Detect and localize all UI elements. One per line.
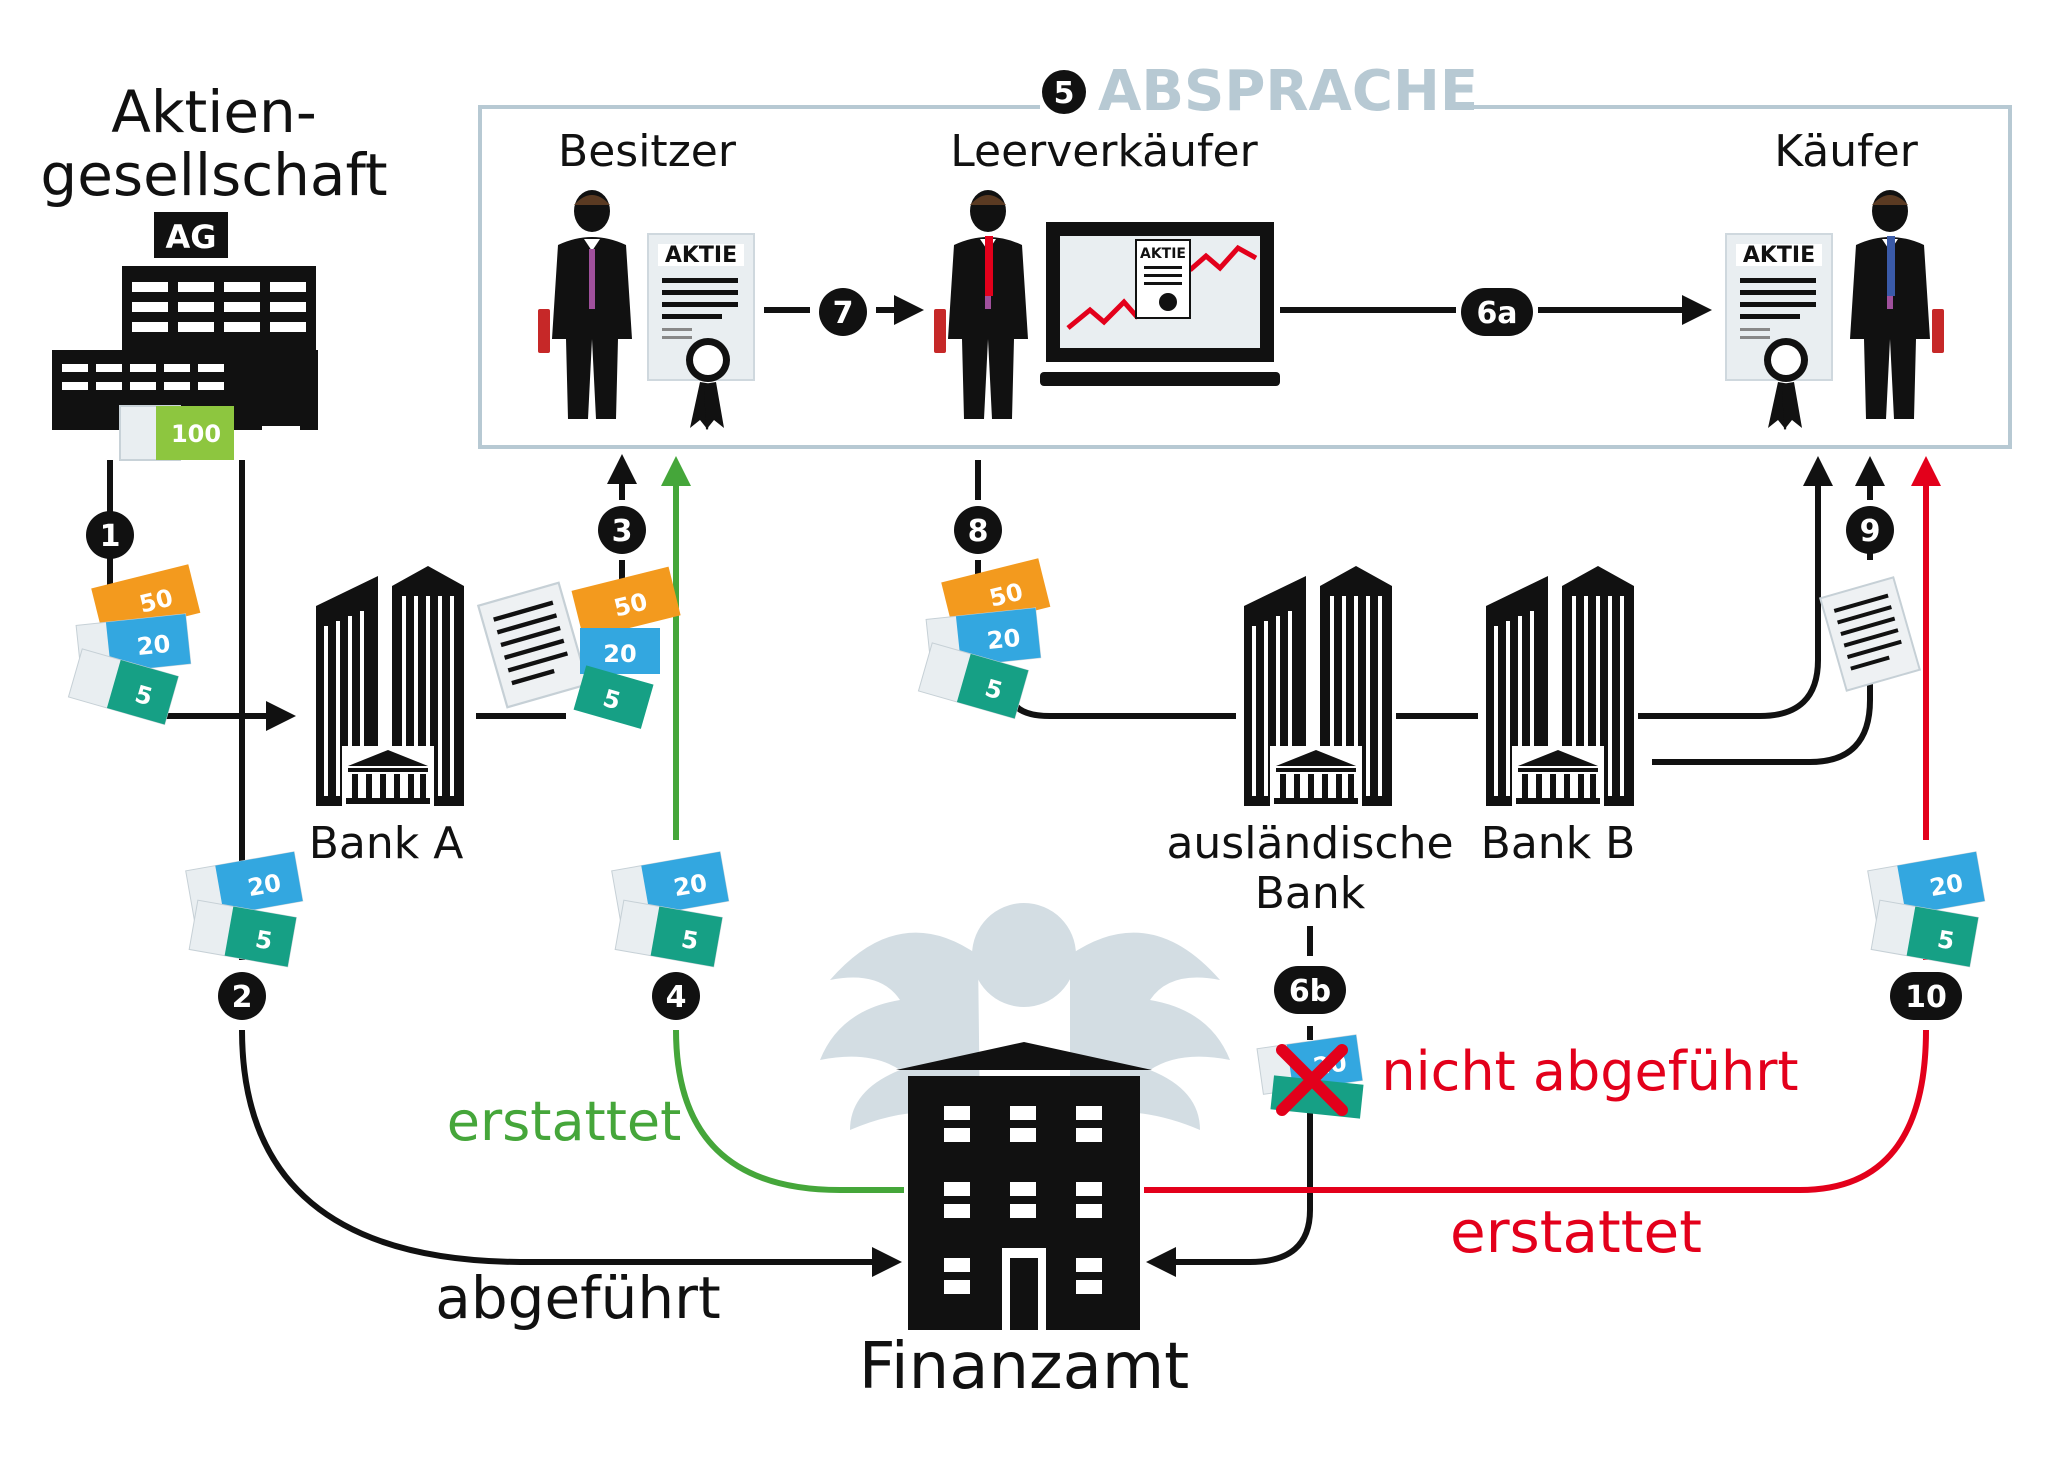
step-badge-label: 9 bbox=[1860, 514, 1881, 549]
flow-2-to-tax-office bbox=[239, 1029, 902, 1277]
note-5-value: 5 bbox=[132, 680, 156, 712]
owner-group: Besitzer AKTIE bbox=[538, 126, 755, 431]
short-seller-label: Leerverkäufer bbox=[950, 126, 1258, 177]
step-badge-7: 7 bbox=[819, 288, 867, 336]
foreign-bank: ausländische Bank bbox=[1166, 566, 1454, 919]
step-badge-label: 7 bbox=[833, 296, 854, 331]
step-2-banknotes: 20 5 bbox=[185, 851, 304, 968]
flow-6b-to-tax-office bbox=[1146, 1110, 1313, 1277]
buyer-label: Käufer bbox=[1774, 126, 1918, 177]
agreement-badge: 5 bbox=[1042, 70, 1086, 114]
note-5-value: 5 bbox=[600, 684, 624, 716]
step-6b-crossed-banknotes: 20 bbox=[1256, 1034, 1364, 1119]
flow-to-buyer-certificate bbox=[1638, 456, 1833, 719]
tax-office-building-icon bbox=[896, 1042, 1152, 1330]
company: Aktien- gesellschaft AG 100 bbox=[40, 78, 388, 461]
step-badge-1: 1 bbox=[86, 511, 134, 559]
step-badge-label: 8 bbox=[968, 514, 989, 549]
bank-b-bank-building-icon bbox=[1486, 566, 1634, 806]
step-1-banknotes: 50 20 5 bbox=[67, 564, 201, 726]
step-10-banknotes: 20 5 bbox=[1867, 851, 1986, 968]
note-20-value: 20 bbox=[136, 630, 172, 661]
note-20-value: 20 bbox=[986, 624, 1022, 655]
step-badges: 1 2 3 4 6a 6b 7 8 9 10 bbox=[86, 288, 1962, 1020]
note-20-value: 20 bbox=[1928, 869, 1966, 902]
paid-label: abgeführt bbox=[435, 1264, 720, 1332]
not-paid-label: nicht abgeführt bbox=[1381, 1040, 1798, 1103]
laptop-icon: AKTIE bbox=[1040, 222, 1280, 386]
step-badge-6a: 6a bbox=[1461, 288, 1533, 336]
step-badge-6b: 6b bbox=[1274, 966, 1346, 1014]
short-seller-businessman-icon bbox=[934, 190, 1028, 419]
buyer-group: Käufer AKTIE bbox=[1725, 126, 1944, 431]
bank-b-label: Bank B bbox=[1481, 818, 1636, 869]
buyer-businessman-icon bbox=[1850, 190, 1944, 419]
owner-certificate-label: AKTIE bbox=[665, 243, 737, 268]
note-5-value: 5 bbox=[1935, 925, 1956, 955]
note-5-value: 5 bbox=[982, 674, 1006, 706]
bank-a: Bank A bbox=[309, 566, 464, 869]
note-20-value: 20 bbox=[246, 869, 284, 902]
owner-certificate-icon: AKTIE bbox=[647, 233, 755, 431]
short-seller-group: Leerverkäufer AKTIE bbox=[934, 126, 1280, 419]
step-3-document-icon bbox=[477, 581, 589, 709]
bank-b: Bank B bbox=[1481, 566, 1636, 869]
step-3-document-and-banknotes: 50 20 5 bbox=[477, 566, 681, 729]
note-20-value: 20 bbox=[672, 869, 710, 902]
step-badge-label: 2 bbox=[232, 980, 253, 1015]
note-20-value: 20 bbox=[603, 640, 636, 668]
bank-a-bank-building-icon bbox=[316, 566, 464, 806]
buyer-certificate-icon: AKTIE bbox=[1725, 233, 1833, 431]
banknote-100-icon: 100 bbox=[119, 405, 234, 461]
banknote-100-value: 100 bbox=[171, 420, 221, 448]
step-badge-label: 6b bbox=[1289, 974, 1331, 1009]
bank-a-label: Bank A bbox=[309, 818, 464, 869]
step-badge-label: 10 bbox=[1905, 980, 1947, 1015]
office-building-icon: AG bbox=[52, 212, 318, 430]
step-9-document-icon bbox=[1819, 576, 1921, 692]
step-badge-8: 8 bbox=[954, 506, 1002, 554]
owner-label: Besitzer bbox=[558, 126, 737, 177]
owner-businessman-icon bbox=[538, 190, 632, 419]
cross-icon bbox=[1276, 1044, 1348, 1116]
flow-9-lower bbox=[1652, 680, 1873, 765]
step-8-banknotes: 50 20 5 bbox=[917, 558, 1051, 720]
agreement-number: 5 bbox=[1054, 76, 1075, 111]
note-5-value: 5 bbox=[679, 925, 700, 955]
step-badge-9: 9 bbox=[1846, 506, 1894, 554]
tax-office: Finanzamt bbox=[820, 903, 1230, 1404]
refunded-red-label: erstattet bbox=[1450, 1198, 1702, 1266]
flow-8-to-foreign-bank bbox=[1007, 689, 1236, 719]
tax-office-label: Finanzamt bbox=[859, 1330, 1190, 1404]
step-badge-label: 3 bbox=[612, 514, 633, 549]
agreement-label: ABSPRACHE bbox=[1098, 59, 1478, 124]
flow-4-lower bbox=[673, 1029, 904, 1193]
agreement-frame: 5 ABSPRACHE bbox=[478, 59, 2012, 449]
foreign-bank-label-line1: ausländische bbox=[1166, 818, 1453, 869]
note-5-value: 5 bbox=[253, 925, 274, 955]
step-badge-4: 4 bbox=[652, 972, 700, 1020]
step-badge-label: 6a bbox=[1476, 296, 1517, 331]
refunded-green-label: erstattet bbox=[447, 1090, 682, 1153]
step-badge-2: 2 bbox=[218, 972, 266, 1020]
foreign-bank-label-line2: Bank bbox=[1255, 868, 1366, 919]
step-badge-3: 3 bbox=[598, 506, 646, 554]
flow-10-lower bbox=[1144, 1029, 1929, 1193]
buyer-certificate-label: AKTIE bbox=[1743, 243, 1815, 268]
company-title-line1: Aktien- bbox=[111, 78, 317, 146]
step-badge-10: 10 bbox=[1890, 972, 1962, 1020]
laptop-certificate-label: AKTIE bbox=[1140, 246, 1186, 262]
company-title-line2: gesellschaft bbox=[40, 141, 387, 209]
foreign-bank-building-icon bbox=[1244, 566, 1392, 806]
step-badge-label: 4 bbox=[666, 980, 687, 1015]
company-sign: AG bbox=[165, 218, 216, 256]
step-badge-label: 1 bbox=[100, 519, 121, 554]
step-4-banknotes: 20 5 bbox=[611, 851, 730, 968]
